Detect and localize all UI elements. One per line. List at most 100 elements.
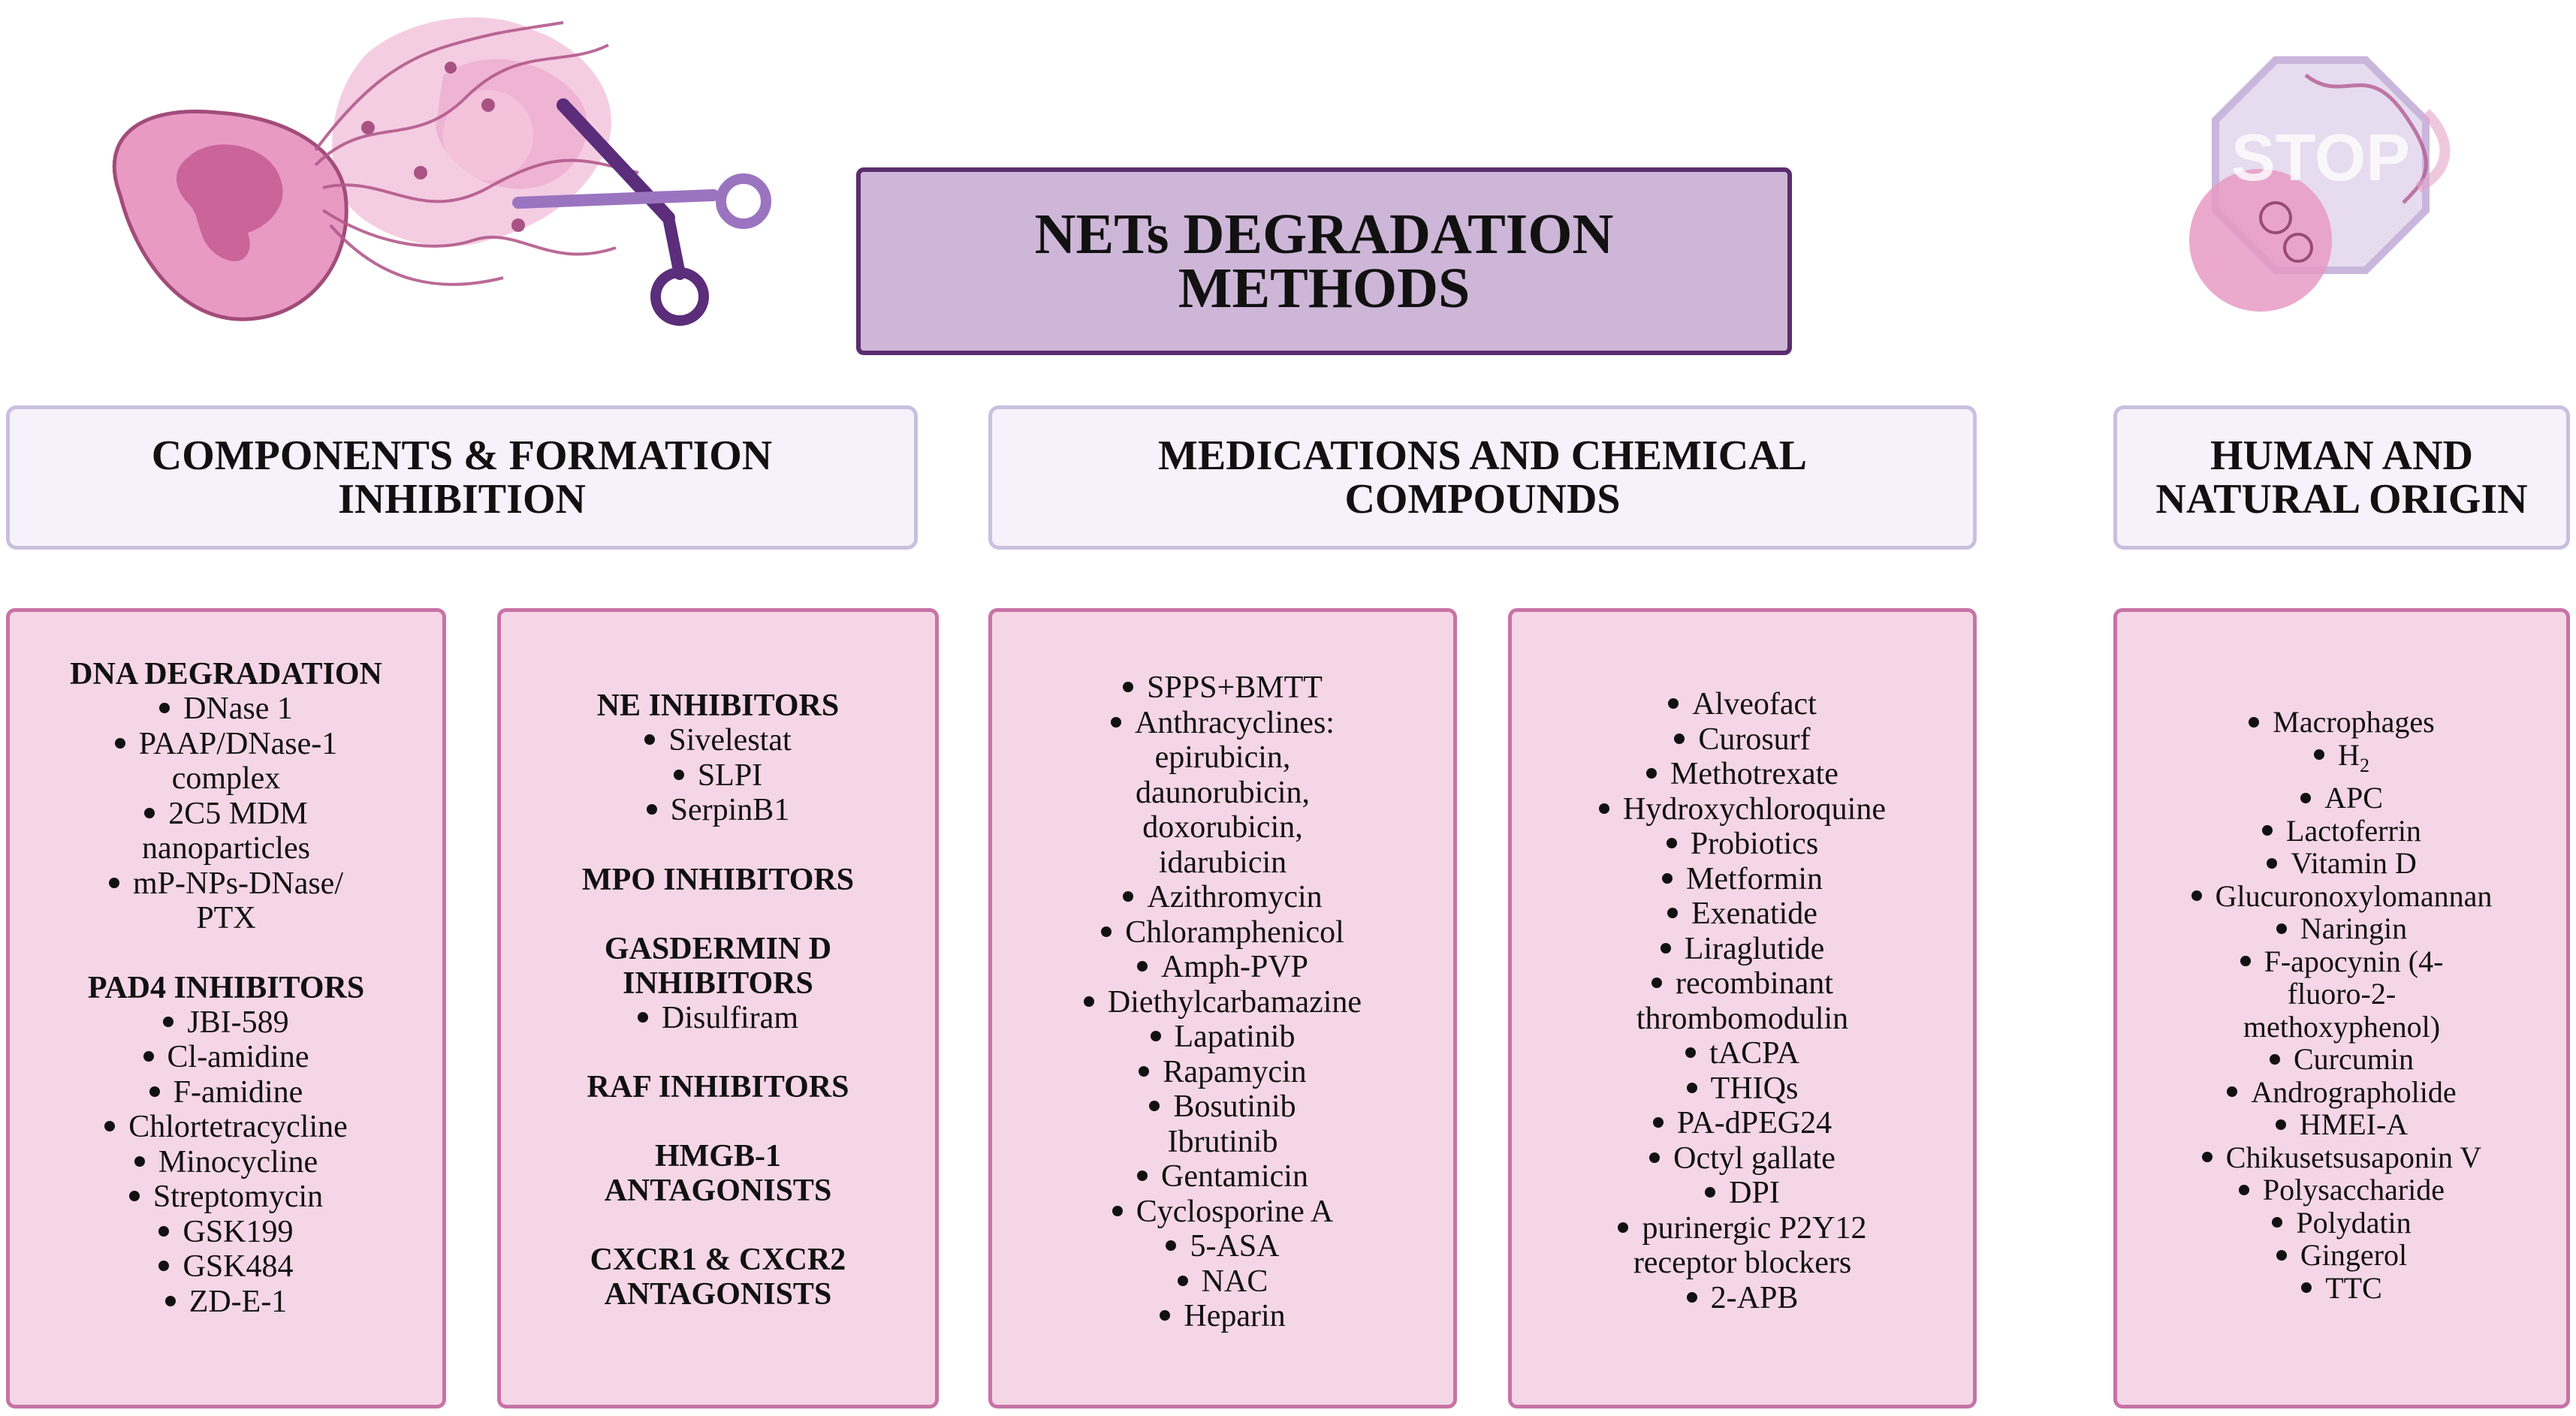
bullet-icon — [114, 737, 125, 749]
list-item: Alveofact — [1512, 687, 1973, 722]
list-item: APC — [2117, 782, 2566, 815]
category-title-line: MEDICATIONS AND CHEMICAL — [1158, 432, 1807, 479]
bullet-icon — [1150, 1031, 1161, 1042]
list-item-continuation: nanoparticles — [142, 831, 310, 866]
list-item: tACPA — [1512, 1036, 1973, 1071]
bullet-icon — [1649, 1152, 1661, 1163]
section-title-cxcr: CXCR1 & CXCR2 — [590, 1243, 846, 1277]
list-item: Hydroxychloroquine — [1512, 792, 1973, 827]
list-item: Glucuronoxylomannan — [2117, 879, 2566, 913]
bullet-icon — [144, 807, 155, 818]
bullet-icon — [1685, 1047, 1697, 1059]
bullet-icon — [1662, 872, 1673, 884]
list-item-continuation: methoxyphenol) — [2243, 1009, 2441, 1044]
list-item: Curosurf — [1512, 722, 1973, 758]
list-item-continuation: thrombomodulin — [1636, 1001, 1849, 1036]
list-item: Chlortetracycline — [10, 1110, 442, 1145]
list-item: Rapamycin — [992, 1055, 1453, 1090]
dna-degradation-list: DNase 1 PAAP/DNase-1 complex 2C5 MDM nan… — [10, 691, 442, 936]
list-item: TTC — [2117, 1271, 2566, 1305]
list-item: Polydatin — [2117, 1206, 2566, 1240]
list-item: Methotrexate — [1512, 757, 1973, 792]
list-item: HMEI-A — [2117, 1108, 2566, 1141]
page-title-box: NETs DEGRADATION METHODS — [856, 167, 1792, 355]
list-item: DPI — [1512, 1176, 1973, 1211]
bullet-icon — [2272, 1217, 2283, 1228]
list-item: F-amidine — [10, 1075, 442, 1110]
list-item: Chikusetsusaponin V — [2117, 1140, 2566, 1174]
bullet-icon — [1101, 926, 1112, 937]
list-item: 2C5 MDM — [10, 797, 442, 832]
medications-list-1: SPPS+BMTT Anthracyclines: epirubicin, da… — [992, 670, 1453, 1334]
medications-list-2: Alveofact Curosurf Methotrexate Hydroxyc… — [1512, 687, 1973, 1315]
bullet-icon — [2300, 792, 2312, 803]
bullet-icon — [2275, 1119, 2286, 1130]
category-title-line: INHIBITION — [338, 476, 586, 523]
list-item: Anthracyclines: — [992, 706, 1453, 741]
bullet-icon — [1667, 908, 1679, 919]
bullet-icon — [1160, 1310, 1171, 1321]
category-title-line: HUMAN AND — [2210, 432, 2473, 479]
panel-medications-2: Alveofact Curosurf Methotrexate Hydroxyc… — [1508, 608, 1977, 1408]
bullet-icon — [1651, 978, 1663, 989]
panel-human-natural: Macrophages H2 APC Lactoferrin Vitamin D… — [2113, 608, 2570, 1408]
ne-inhibitors-list: Sivelestat SLPI SerpinB1 — [501, 723, 935, 828]
bullet-icon — [2267, 857, 2278, 869]
list-item-continuation: daunorubicin, — [1135, 775, 1311, 810]
bullet-icon — [1112, 1205, 1123, 1216]
list-item: PAAP/DNase-1 — [10, 727, 442, 762]
list-item: Amph-PVP — [992, 950, 1453, 985]
list-item: mP-NPs-DNase/ — [10, 866, 442, 902]
section-title-ne-inhibitors: NE INHIBITORS — [596, 688, 840, 723]
list-item: SLPI — [501, 758, 935, 794]
panel-dna-pad4: DNA DEGRADATION DNase 1 PAAP/DNase-1 com… — [6, 608, 446, 1408]
list-item: F-apocynin (4- — [2117, 945, 2566, 978]
list-item: Metformin — [1512, 862, 1973, 897]
category-components-formation-inhibition: COMPONENTS & FORMATION INHIBITION — [6, 405, 918, 550]
list-item: Sivelestat — [501, 723, 935, 758]
bullet-icon — [1686, 1082, 1697, 1093]
list-item: Macrophages — [2117, 706, 2566, 739]
bullet-icon — [2238, 1184, 2249, 1195]
stop-sign-illustration: STOP — [2189, 56, 2451, 312]
net-cloud-icon — [332, 17, 611, 246]
list-item: Curcumin — [2117, 1043, 2566, 1076]
list-item: 2-APB — [1512, 1281, 1973, 1316]
bullet-icon — [1666, 838, 1677, 849]
list-item: Naringin — [2117, 912, 2566, 945]
list-item: Azithromycin — [992, 880, 1453, 915]
list-item: GSK484 — [10, 1249, 442, 1285]
bullet-icon — [638, 1011, 649, 1023]
bullet-icon — [2249, 716, 2260, 728]
bullet-icon — [143, 1051, 154, 1062]
panel-inhibitors-antagonists: NE INHIBITORS Sivelestat SLPI SerpinB1 M… — [497, 608, 939, 1408]
bullet-icon — [2270, 1053, 2280, 1065]
list-item: Probiotics — [1512, 827, 1973, 862]
list-item: Gingerol — [2117, 1239, 2566, 1272]
list-item: Polysaccharide — [2117, 1173, 2566, 1207]
bullet-icon — [158, 1225, 170, 1237]
list-item: SPPS+BMTT — [992, 670, 1453, 706]
section-title-hmgb1-antagonists: ANTAGONISTS — [604, 1173, 832, 1208]
bullet-icon — [2227, 1086, 2238, 1098]
neutrophil-net-scissors-illustration — [112, 17, 771, 326]
bullet-icon — [1660, 942, 1671, 954]
bullet-icon — [158, 1261, 170, 1272]
stop-sign-icon — [2189, 56, 2451, 312]
stop-sign-text: STOP — [2231, 120, 2410, 194]
category-human-natural-origin: HUMAN AND NATURAL ORIGIN — [2113, 405, 2570, 550]
page-title-line1: NETs DEGRADATION — [1034, 203, 1614, 266]
list-item-continuation: idarubicin — [1158, 845, 1287, 880]
page-title-line2: METHODS — [1178, 257, 1470, 320]
bullet-icon — [1137, 1170, 1148, 1182]
bullet-icon — [109, 877, 119, 888]
category-title-line: COMPONENTS & FORMATION — [151, 432, 773, 479]
section-title-gasdermin-d-inhibitors: INHIBITORS — [623, 966, 813, 1001]
list-item: ZD-E-1 — [10, 1285, 442, 1320]
list-item: NAC — [992, 1264, 1453, 1300]
bullet-icon — [163, 1016, 174, 1027]
bullet-icon — [1166, 1240, 1177, 1252]
bullet-icon — [134, 1155, 145, 1167]
bullet-icon — [1136, 961, 1148, 972]
bullet-icon — [1139, 1065, 1150, 1077]
